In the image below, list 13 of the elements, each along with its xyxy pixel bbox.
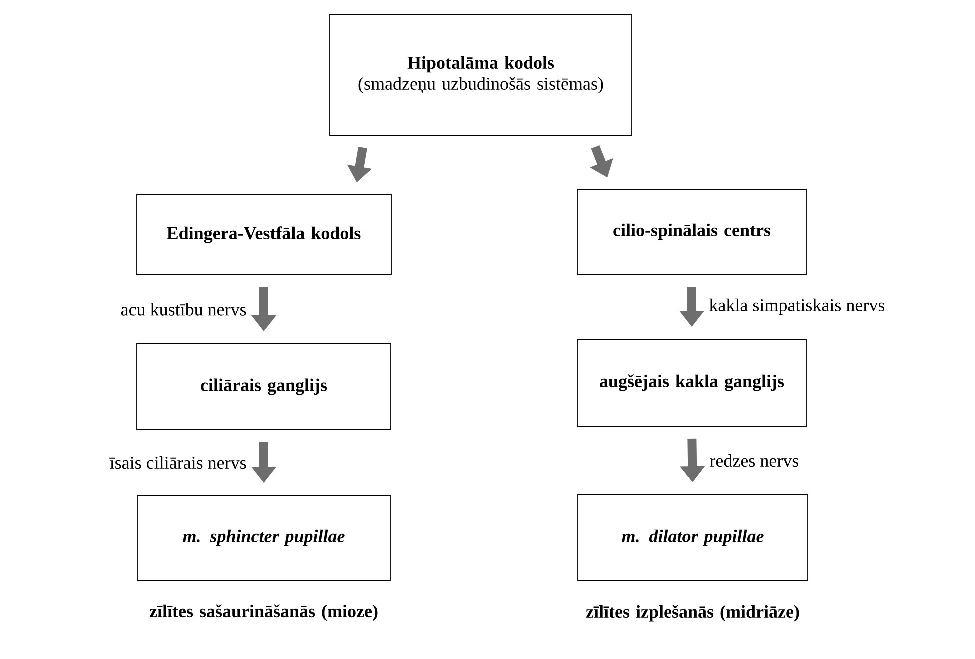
process-box: Edingera-Vestfāla kodols <box>136 194 392 276</box>
result-label: zīlītes izplešanās (midriāze) <box>586 605 800 622</box>
result-label: zīlītes sašaurināšanās (mioze) <box>150 604 378 622</box>
process-box: m. sphincter pupillae <box>137 495 391 581</box>
process-box: Hipotalāma kodols (smadzeņu uzbudinošās sistēmas) <box>330 14 632 136</box>
edge-label: redzes nervs <box>708 453 800 468</box>
process-box: cilio-spinālais centrs <box>577 189 807 275</box>
edge-label: īsais ciliārais nervs <box>108 455 248 470</box>
process-box: augšējais kakla ganglijs <box>577 339 807 427</box>
edge-label: kakla simpatiskais nervs <box>708 298 886 316</box>
process-box: ciliārais ganglijs <box>136 344 392 430</box>
process-box: m. dilator pupillae <box>578 494 808 582</box>
edge-label: acu kustību nervs <box>120 302 248 317</box>
